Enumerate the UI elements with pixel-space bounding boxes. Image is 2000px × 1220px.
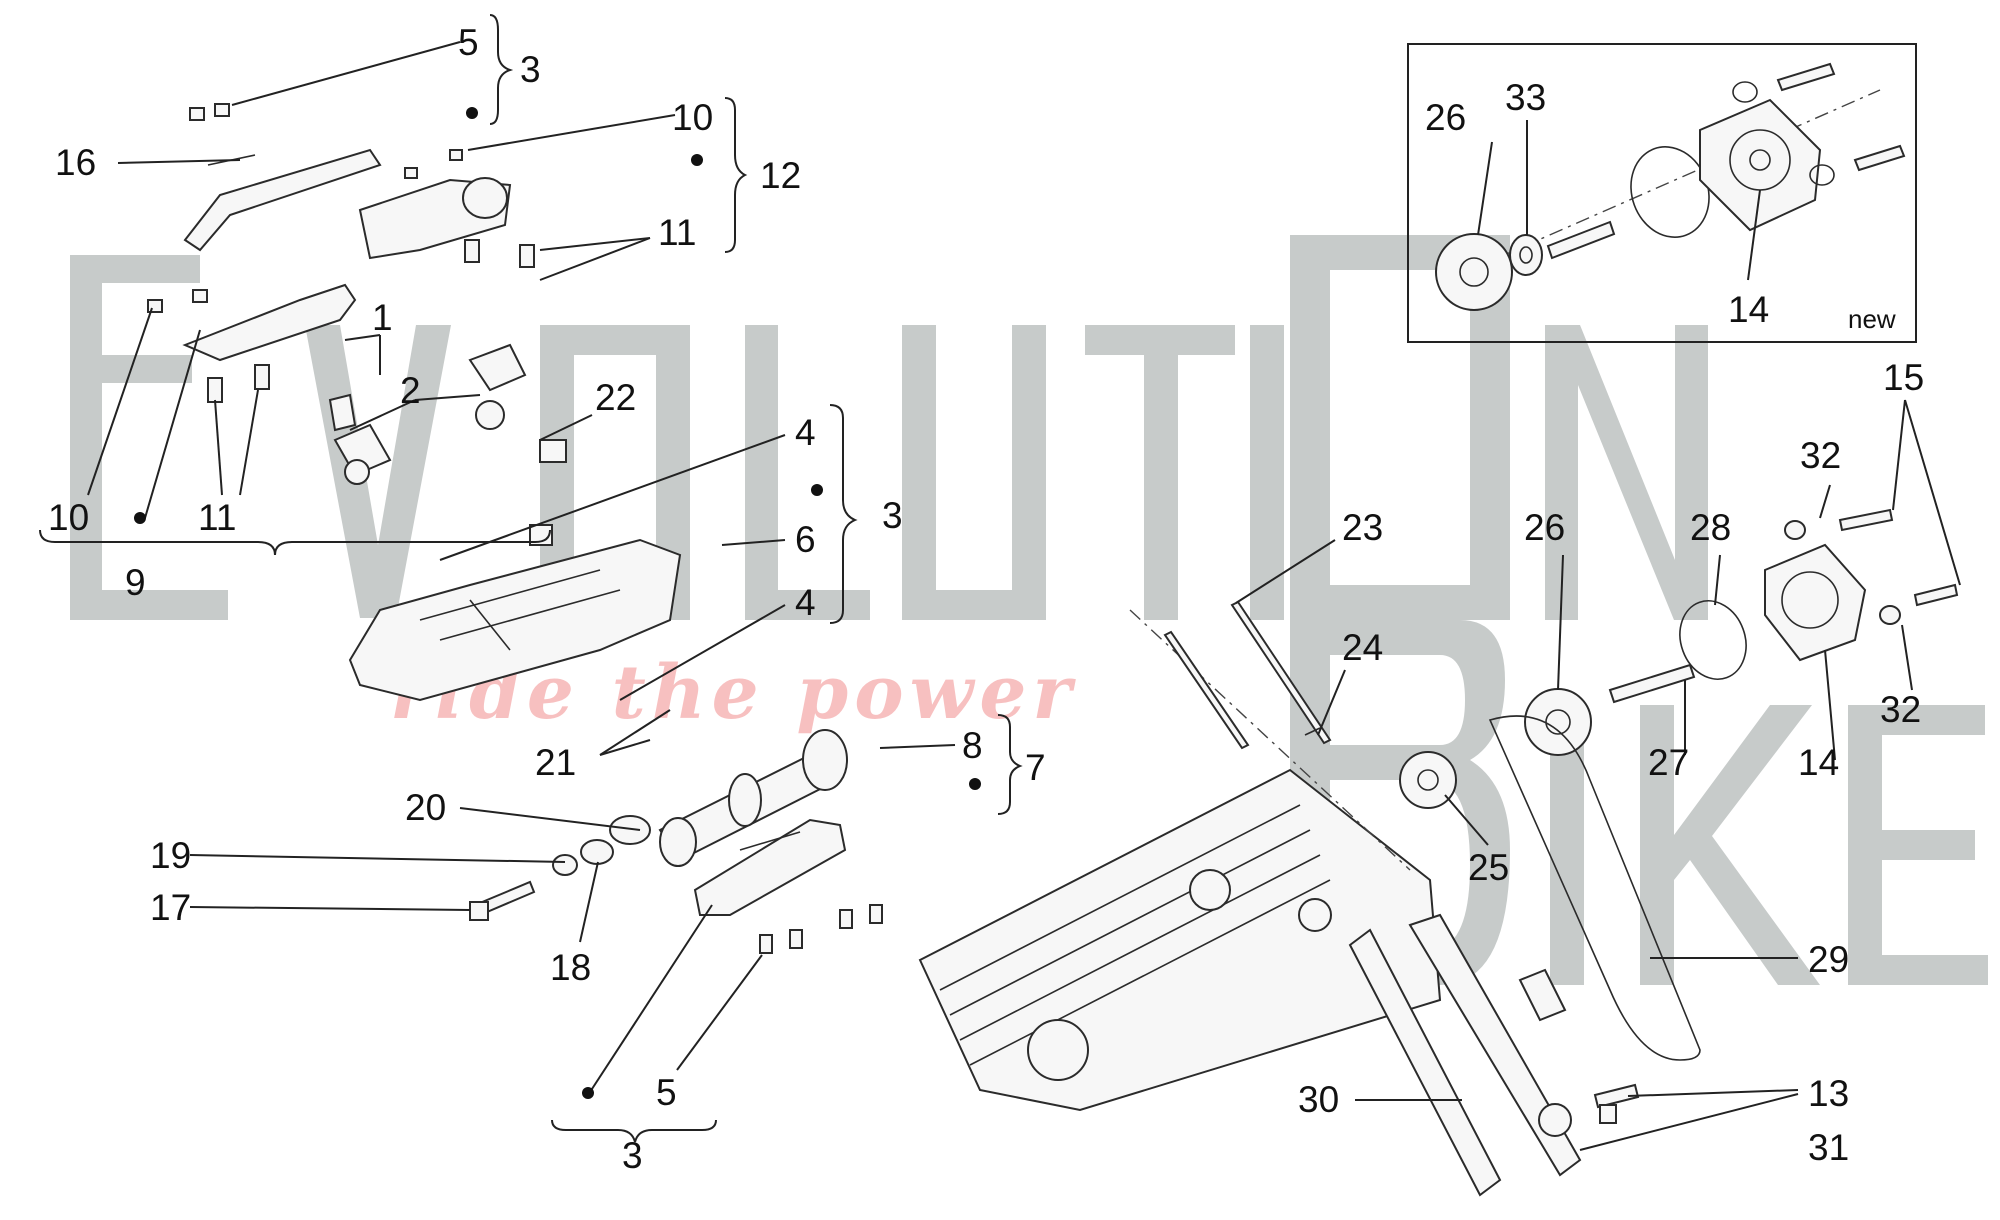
spacer-washer-inset bbox=[1509, 234, 1543, 276]
callout-5: 5 bbox=[458, 22, 479, 63]
callout-12: 12 bbox=[760, 155, 801, 196]
callout-9: 9 bbox=[125, 562, 146, 603]
callout-14-inset: 14 bbox=[1728, 289, 1769, 330]
chain-guides bbox=[1348, 913, 1640, 1197]
callout-14: 14 bbox=[1798, 742, 1839, 783]
callout-32: 32 bbox=[1880, 689, 1921, 730]
callout-21: 21 bbox=[535, 742, 576, 783]
timing-gears bbox=[1399, 508, 1959, 809]
callout-1: 1 bbox=[372, 297, 393, 338]
rocker-assembly-lower bbox=[147, 283, 527, 485]
callout-25: 25 bbox=[1468, 847, 1509, 888]
callout-16: 16 bbox=[55, 142, 96, 183]
watermark-logo: ride the power bbox=[70, 235, 1988, 985]
callout-17: 17 bbox=[150, 887, 191, 928]
callout-3: 3 bbox=[622, 1135, 643, 1176]
callout-26-inset: 26 bbox=[1425, 97, 1466, 138]
callout-13: 13 bbox=[1808, 1073, 1849, 1114]
washers-bolt bbox=[469, 815, 651, 921]
callout-7: 7 bbox=[1025, 747, 1046, 788]
callout-33-inset: 33 bbox=[1505, 77, 1546, 118]
callout-15: 15 bbox=[1883, 357, 1924, 398]
cam-sprocket-inset bbox=[1435, 233, 1513, 311]
callout-3: 3 bbox=[520, 49, 541, 90]
callout-22: 22 bbox=[595, 377, 636, 418]
timing-cover-inset bbox=[1699, 98, 1822, 232]
callout-2: 2 bbox=[400, 370, 421, 411]
callout-8: 8 bbox=[962, 725, 983, 766]
leader-lines bbox=[39, 14, 1961, 1151]
callout-11: 11 bbox=[198, 497, 236, 538]
callout-29: 29 bbox=[1808, 939, 1849, 980]
rocker-assembly-upper bbox=[183, 103, 535, 268]
callout-3: 3 bbox=[882, 495, 903, 536]
callout-10: 10 bbox=[672, 97, 713, 138]
inset-box: new bbox=[1407, 43, 1917, 343]
inset-new-label: new bbox=[1848, 304, 1896, 334]
callout-labels: 5 3 10 12 16 11 1 2 22 4 3 6 4 10 11 9 2… bbox=[48, 22, 1924, 1176]
callout-4: 4 bbox=[795, 412, 816, 453]
callout-23: 23 bbox=[1342, 507, 1383, 548]
callout-19: 19 bbox=[150, 835, 191, 876]
callout-28: 28 bbox=[1690, 507, 1731, 548]
camshaft bbox=[658, 729, 848, 867]
callout-32: 32 bbox=[1800, 435, 1841, 476]
studs bbox=[1163, 600, 1332, 750]
callout-27: 27 bbox=[1648, 742, 1689, 783]
callout-30: 30 bbox=[1298, 1079, 1339, 1120]
callout-31: 31 bbox=[1808, 1127, 1849, 1168]
callout-24: 24 bbox=[1342, 627, 1383, 668]
head-block bbox=[918, 609, 1442, 1112]
callout-20: 20 bbox=[405, 787, 446, 828]
callout-dots bbox=[134, 107, 981, 1099]
callout-18: 18 bbox=[550, 947, 591, 988]
callout-6: 6 bbox=[795, 519, 816, 560]
cylinder-head bbox=[348, 439, 682, 702]
callout-26: 26 bbox=[1524, 507, 1565, 548]
callout-11: 11 bbox=[658, 212, 696, 253]
callout-10: 10 bbox=[48, 497, 89, 538]
callout-5: 5 bbox=[656, 1072, 677, 1113]
callout-4: 4 bbox=[795, 582, 816, 623]
timing-chain bbox=[1488, 715, 1701, 1061]
cam-cap bbox=[693, 818, 883, 954]
